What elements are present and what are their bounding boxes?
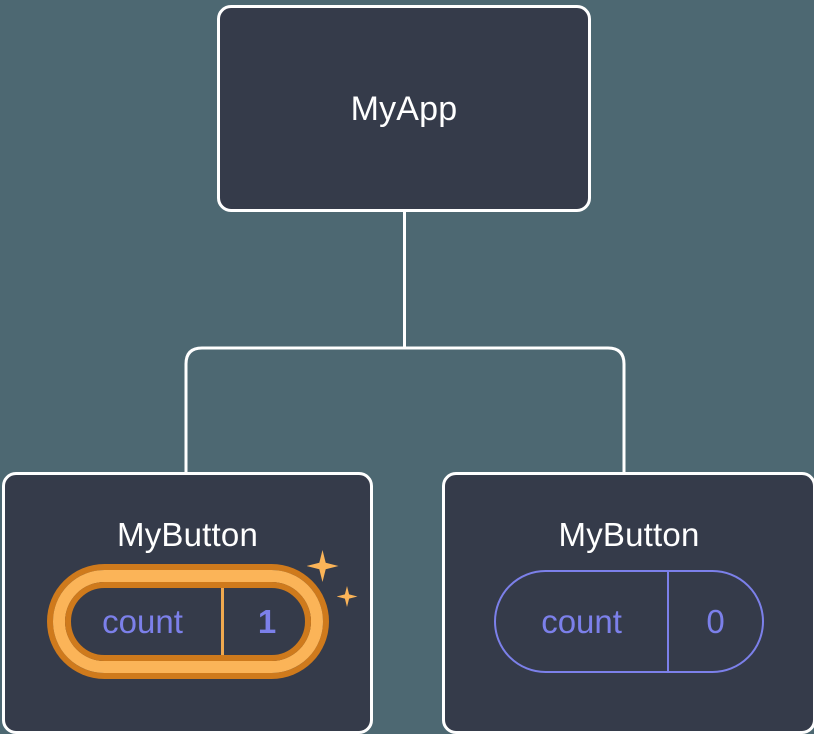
state-pill-left-name: count — [65, 582, 224, 661]
connector-bus — [184, 346, 626, 473]
state-pill-right-wrapper: count 0 — [494, 570, 764, 673]
node-myapp-title: MyApp — [350, 89, 458, 128]
node-mybutton-right-title: MyButton — [558, 516, 700, 553]
sparkle-small-icon — [336, 586, 358, 607]
state-pill-left-wrapper: count 1 — [52, 550, 358, 673]
node-mybutton-left[interactable]: MyButton count 1 — [2, 472, 373, 734]
node-mybutton-right[interactable]: MyButton count 0 — [442, 472, 814, 734]
state-pill-left-value: 1 — [257, 603, 277, 640]
state-pill-right[interactable]: count 0 — [494, 570, 764, 673]
node-myapp[interactable]: MyApp — [217, 5, 591, 212]
node-mybutton-left-title: MyButton — [117, 516, 258, 553]
state-pill-left[interactable]: count 1 — [52, 570, 323, 673]
state-pill-right-name: count — [496, 572, 670, 671]
sparkle-large-icon — [306, 550, 339, 582]
state-pill-right-value: 0 — [706, 603, 725, 640]
